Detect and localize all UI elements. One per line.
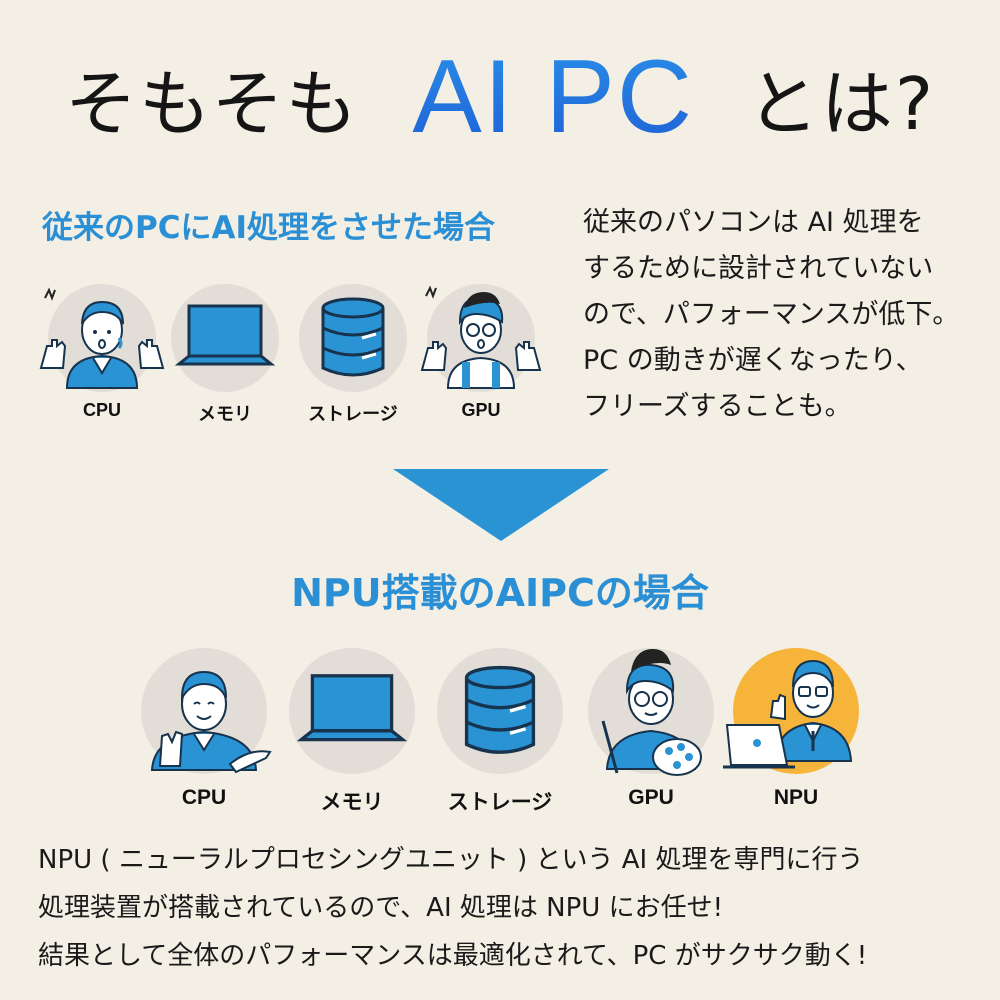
legacy-gpu-unit: GPU (416, 284, 546, 421)
page-title: そもそも AI PC とは? (0, 38, 1000, 157)
legacy-description: 従来のパソコンは AI 処理を するために設計されていない ので、パフォーマンス… (583, 200, 983, 430)
summary-line: 処理装置が搭載されているので、AI 処理は NPU にお任せ! (38, 893, 724, 923)
npu-section-title: NPU搭載のAIPCの場合 (291, 571, 709, 615)
npu-cpu-label: CPU (181, 786, 227, 809)
npu-gpu-label: GPU (628, 786, 674, 809)
legacy-storage-label: ストレージ (308, 404, 398, 424)
laptop-icon (174, 304, 276, 366)
summary-line: NPU ( ニューラルプロセシングユニット ) という AI 処理を専門に行う (38, 845, 864, 875)
legacy-section-title: 従来のPCにAI処理をさせた場合 (42, 210, 495, 246)
npu-worker-laptop-icon (723, 659, 853, 769)
npu-gpu-unit: GPU (581, 648, 721, 810)
description-line: PC の動きが遅くなったり、 (583, 345, 923, 376)
legacy-storage-unit: ストレージ (288, 284, 418, 426)
description-line: フリーズすることも。 (583, 391, 852, 422)
summary-line: 結果として全体のパフォーマンスは最適化されて、PC がサクサク動く! (38, 941, 868, 971)
npu-memory-label: メモリ (320, 791, 384, 814)
worried-gpu-worker-icon (420, 285, 542, 389)
npu-storage-label: ストレージ (447, 791, 553, 814)
legacy-gpu-label: GPU (461, 400, 501, 420)
npu-cpu-unit: CPU (134, 648, 274, 810)
npu-memory-unit: メモリ (282, 648, 422, 816)
description-line: ので、パフォーマンスが低下。 (583, 299, 960, 330)
legacy-cpu-unit: CPU (37, 284, 167, 421)
legacy-cpu-label: CPU (82, 400, 121, 420)
npu-storage-unit: ストレージ (430, 648, 570, 816)
down-arrow-icon (393, 469, 609, 541)
title-suffix: とは? (746, 62, 936, 146)
description-line: するために設計されていない (583, 253, 934, 284)
npu-npu-unit: NPU (723, 648, 866, 810)
legacy-memory-label: メモリ (198, 404, 252, 424)
description-line: 従来のパソコンは AI 処理を (583, 207, 924, 238)
legacy-memory-unit: メモリ (160, 284, 290, 426)
worried-cpu-worker-icon (39, 287, 165, 389)
npu-npu-label: NPU (773, 786, 819, 809)
painting-gpu-worker-icon (601, 649, 702, 776)
database-icon (464, 665, 536, 754)
relaxed-cpu-worker-icon (150, 670, 272, 774)
title-prefix: そもそも (64, 62, 360, 146)
laptop-icon (296, 674, 408, 742)
summary-text: NPU ( ニューラルプロセシングユニット ) という AI 処理を専門に行う … (38, 836, 968, 980)
database-icon (321, 297, 385, 377)
title-highlight: AI PC (412, 39, 694, 155)
